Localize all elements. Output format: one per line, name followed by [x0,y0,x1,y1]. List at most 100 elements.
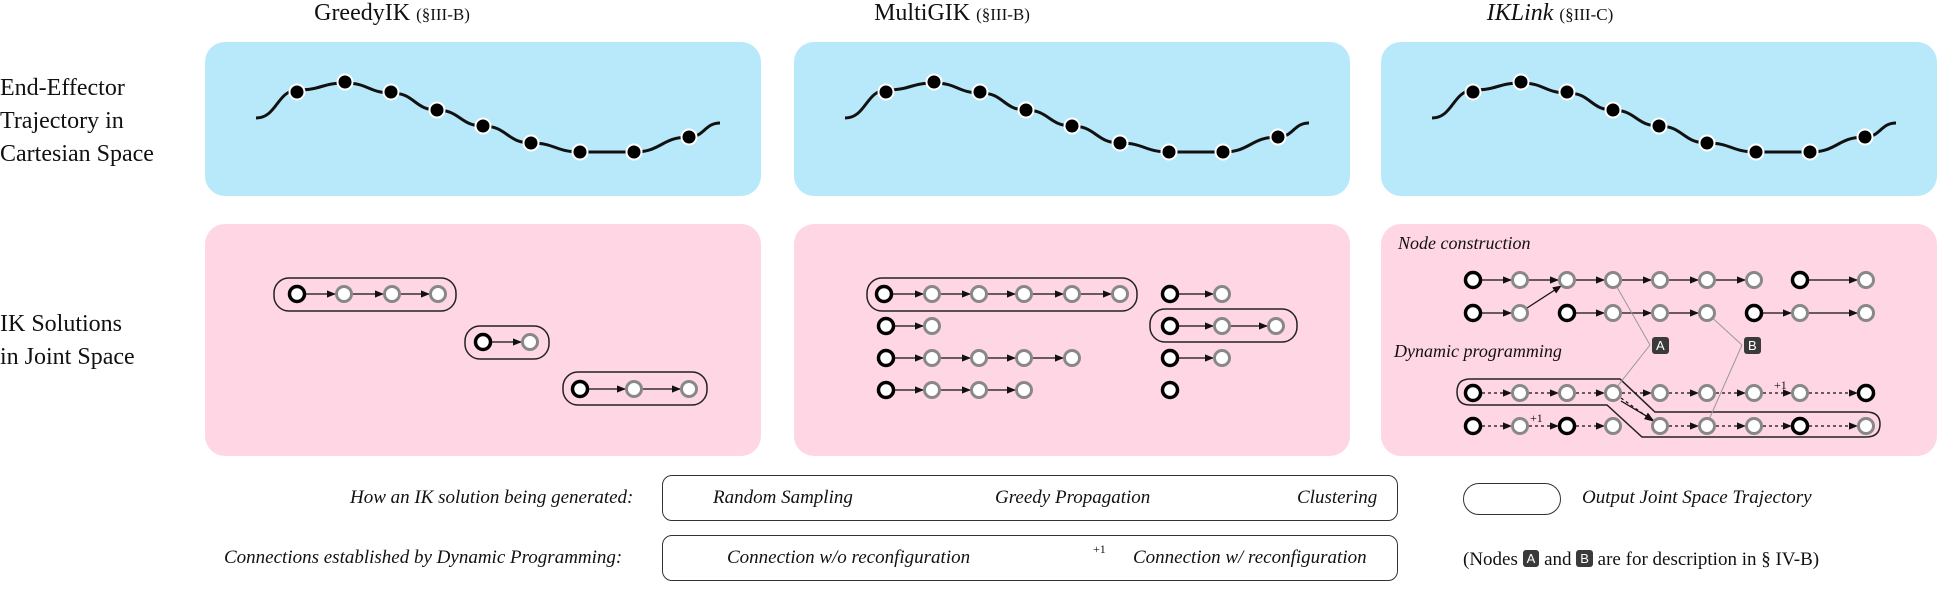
random-sample-node [1790,416,1810,436]
output-trajectory-lane [866,277,1138,312]
output-trajectory-lane [1149,308,1298,343]
propagated-node [1558,384,1576,402]
waypoint-dot [1801,143,1819,161]
waypoint-dot [336,73,354,91]
propagated-node [1791,304,1809,322]
propagated-node [1015,285,1033,303]
random-sample-node [1463,270,1483,290]
random-sample-node [1557,303,1577,323]
propagated-node [1651,417,1669,435]
waypoint-dot [1160,143,1178,161]
badge-b-text: B [1744,337,1761,354]
propagated-node [1651,271,1669,289]
propagated-node [1745,417,1763,435]
dynamic-programming-label: Dynamic programming [1394,341,1562,361]
propagated-node [1745,271,1763,289]
dp-cross-arrow [1620,400,1654,421]
node-construction-label: Node construction [1398,233,1531,253]
row-label-line: Cartesian Space [0,141,154,167]
legend-connections-box [662,535,1398,581]
note-and: and [1544,549,1572,570]
legend-generation-box [662,475,1398,521]
propagated-node [1745,384,1763,402]
node-badge-b: B [1744,337,1761,357]
row-label-line: Trajectory in [0,108,124,134]
random-sample-node [874,284,894,304]
column-section: (§III-B) [976,5,1030,24]
note-suffix: are for description in § IV-B) [1597,549,1820,570]
legend-conn-with: Connection w/ reconfiguration [1133,547,1367,568]
waypoint-dot [1512,73,1530,91]
legend-generated-label: How an IK solution being generated: [350,487,634,508]
column-name: IKLink [1486,0,1554,26]
random-sample-node [1160,316,1180,336]
output-trajectory-lane [273,277,457,312]
propagated-node [1857,304,1875,322]
propagated-node [1511,304,1529,322]
waypoint-dot [1558,83,1576,101]
clustering-arrow [1526,285,1562,309]
waypoint-dot [428,101,446,119]
legend-greedy-propagation: Greedy Propagation [995,487,1151,508]
propagated-node [1267,317,1285,335]
propagated-node [1511,384,1529,402]
propagated-node [923,349,941,367]
reconfig-plus-one: +1 [1774,378,1787,392]
row-label-joint: IK Solutions in Joint Space [0,308,135,374]
column-section: (§III-C) [1559,5,1614,24]
waypoint-dot [1214,143,1232,161]
trajectory-curve [255,81,721,154]
waypoint-dot [680,128,698,146]
column-title-multigik: MultiGIK (§III-B) [852,0,1052,27]
output-trajectory-lane [562,371,708,406]
nodes-note: (Nodes A and B are for description in § … [1463,549,1819,571]
propagated-node [1651,304,1669,322]
waypoint-dot [625,143,643,161]
random-sample-node [1856,383,1876,403]
waypoint-dot [877,83,895,101]
badge-a-guide [1612,279,1651,346]
propagated-node [1604,417,1622,435]
waypoint-dot [1698,134,1716,152]
propagated-node [923,317,941,335]
propagated-node [1511,271,1529,289]
random-sample-node [570,379,590,399]
random-sample-node [1790,270,1810,290]
row-label-cartesian: End-Effector Trajectory in Cartesian Spa… [0,72,154,171]
random-sample-node [1463,416,1483,436]
propagated-node [1604,384,1622,402]
waypoint-dot [971,83,989,101]
badge-a-guide [1612,344,1651,393]
random-sample-node [1463,383,1483,403]
propagated-node [1791,384,1809,402]
joint-panel-multigik [794,224,1350,456]
propagated-node [429,285,447,303]
propagated-node [923,381,941,399]
waypoint-dot [1017,101,1035,119]
waypoint-dot [382,83,400,101]
propagated-node [1698,304,1716,322]
waypoint-dot [1063,117,1081,135]
waypoint-dot [1111,134,1129,152]
waypoint-dot [1604,101,1622,119]
badge-a-text: A [1652,337,1669,354]
propagated-node [625,380,643,398]
propagated-node [383,285,401,303]
propagated-node [1015,381,1033,399]
propagated-node [335,285,353,303]
waypoint-dot [522,134,540,152]
propagated-node [1015,349,1033,367]
legend-output-trajectory-shape [1463,483,1561,515]
note-badge-a: A [1522,550,1540,567]
column-title-iklink: IKLink (§III-C) [1450,0,1650,27]
waypoint-dot [288,83,306,101]
waypoint-dot [925,73,943,91]
note-prefix: (Nodes [1463,549,1518,570]
legend-conn-without: Connection w/o reconfiguration [727,547,971,568]
column-name: MultiGIK [874,0,971,26]
propagated-node [1213,349,1231,367]
propagated-node [521,333,539,351]
badge-b-guide [1706,344,1743,425]
waypoint-dot [571,143,589,161]
propagated-node [1511,417,1529,435]
